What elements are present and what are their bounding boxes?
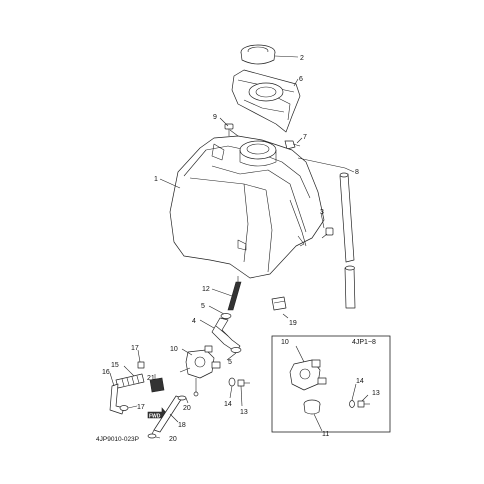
bracket-21-part[interactable] — [149, 377, 165, 393]
hose-15-spring-part[interactable] — [115, 373, 145, 389]
callout-13: 13 — [240, 409, 248, 416]
callout-3: 3 — [320, 209, 324, 216]
fuel-tank-part[interactable] — [169, 135, 325, 279]
callout-5-upper: 5 — [201, 303, 205, 310]
callout-10-inset: 10 — [281, 339, 289, 346]
inset-strainer-11-part[interactable] — [303, 399, 321, 415]
hose-clip-5-lower-part[interactable] — [230, 347, 242, 353]
callout-17-lower: 17 — [137, 404, 145, 411]
variant-inset-box: 4JP1~8 — [271, 335, 391, 433]
bolt-3-part[interactable] — [321, 227, 334, 239]
callout-16: 16 — [102, 369, 110, 376]
callout-10: 10 — [170, 346, 178, 353]
callout-8: 8 — [355, 169, 359, 176]
callout-2: 2 — [300, 55, 304, 62]
leader-lines — [109, 55, 369, 439]
callout-5-lower: 5 — [228, 359, 232, 366]
clip-20-upper-part[interactable] — [177, 395, 187, 401]
callout-1: 1 — [154, 176, 158, 183]
fuel-cock-10-part[interactable] — [179, 345, 221, 397]
callout-17-upper: 17 — [131, 345, 139, 352]
callout-4: 4 — [192, 318, 196, 325]
callout-11: 11 — [322, 431, 329, 438]
inset-washer-14-part[interactable] — [349, 400, 355, 408]
callout-6: 6 — [299, 76, 303, 83]
callout-7: 7 — [303, 134, 307, 141]
inset-code: 4JP1~8 — [352, 339, 376, 346]
breather-hose-part[interactable] — [339, 172, 356, 309]
callout-20-upper: 20 — [183, 405, 191, 412]
damper-19-part[interactable] — [271, 296, 287, 311]
washer-14-part[interactable] — [228, 377, 236, 387]
fuel-hose-4-part[interactable] — [211, 317, 241, 353]
callout-18: 18 — [178, 422, 186, 429]
fuel-cap-part[interactable] — [240, 44, 276, 65]
bolt-13-part[interactable] — [237, 379, 250, 387]
clip-17-lower-part[interactable] — [119, 405, 129, 411]
callout-13-inset: 13 — [372, 390, 380, 397]
tank-cover-part[interactable] — [231, 69, 301, 133]
callout-19: 19 — [289, 320, 297, 327]
bolt-9-part[interactable] — [224, 123, 234, 136]
callout-20-lower: 20 — [169, 436, 177, 443]
strainer-12-part[interactable] — [227, 276, 242, 311]
callout-labels: 2 6 9 7 8 1 3 19 12 5 4 5 10 17 15 16 21… — [102, 55, 380, 443]
callout-14: 14 — [224, 401, 232, 408]
callout-14-inset: 14 — [356, 378, 364, 385]
callout-9: 9 — [213, 114, 217, 121]
hose-clip-5-upper-part[interactable] — [220, 313, 232, 319]
fwd-label: FWD — [149, 414, 161, 420]
clip-20-lower-part[interactable] — [147, 433, 157, 439]
inset-bolt-13-part[interactable] — [357, 400, 370, 408]
diagram-code: 4JP9010-023P — [96, 436, 139, 443]
inset-fuel-cock-10-part[interactable] — [289, 359, 327, 391]
callout-15: 15 — [111, 362, 119, 369]
callout-12: 12 — [202, 286, 210, 293]
callout-21: 21 — [147, 375, 155, 382]
clip-17-upper-part[interactable] — [137, 361, 145, 369]
vent-fitting-part[interactable] — [284, 140, 301, 150]
